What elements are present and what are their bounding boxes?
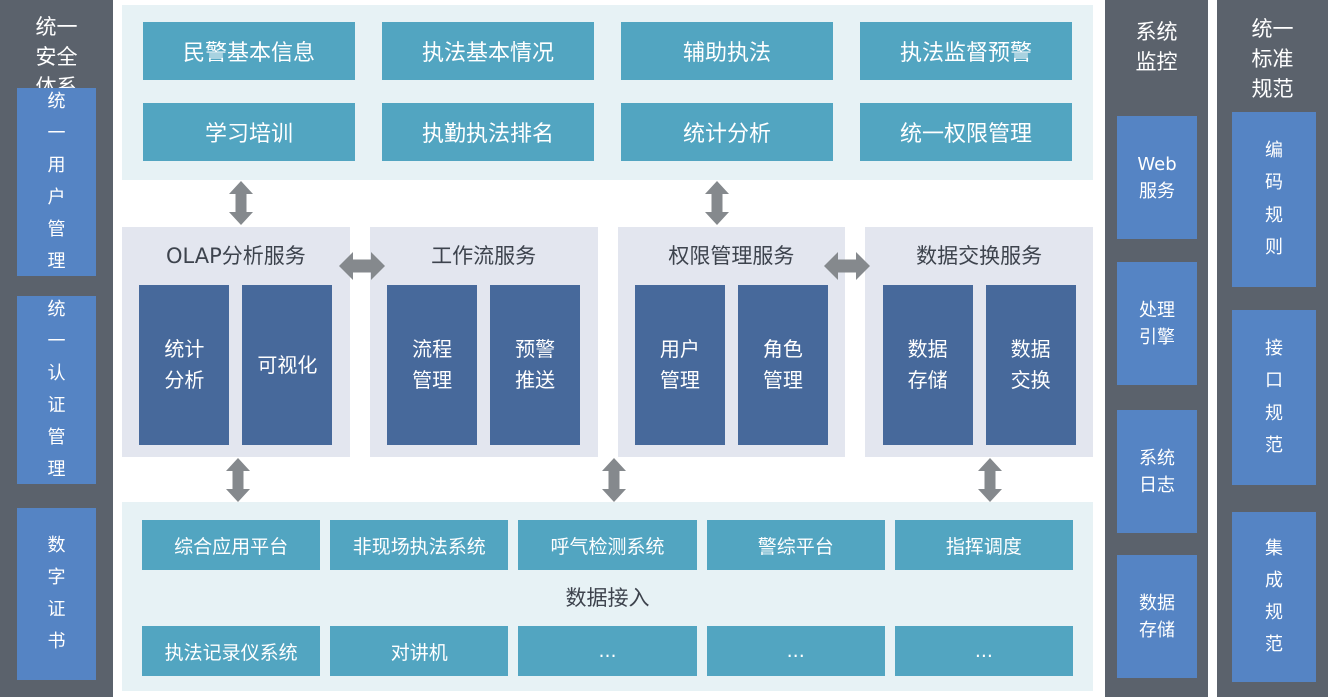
service-item-user-mgmt: 用户 管理: [634, 285, 725, 445]
up-down-arrow-icon: [229, 181, 253, 225]
application-row-2: 学习培训 执勤执法排名 统计分析 统一权限管理: [143, 103, 1072, 161]
data-access-panel: 综合应用平台 非现场执法系统 呼气检测系统 警综平台 指挥调度 数据接入 执法记…: [122, 502, 1093, 691]
service-item-data-storage: 数据 存储: [882, 285, 973, 445]
up-down-arrow-icon: [705, 181, 729, 225]
monitor-item-data-storage: 数据 存储: [1117, 555, 1197, 678]
service-group-olap: OLAP分析服务 统计 分析 可视化: [122, 227, 350, 457]
standards-item-interface-spec: 接 口 规 范: [1232, 310, 1316, 485]
monitor-item-web-service: Web 服务: [1117, 116, 1197, 239]
module-assist-enforcement: 辅助执法: [621, 22, 833, 80]
module-statistic-analysis: 统计分析: [621, 103, 833, 161]
application-row-1: 民警基本信息 执法基本情况 辅助执法 执法监督预警: [143, 22, 1072, 80]
system-breath-test: 呼气检测系统: [518, 520, 697, 570]
security-sidebar: 统一 安全 体系 统 一 用 户 管 理 统 一 认 证 管 理 数 字 证 书: [0, 0, 113, 697]
service-item-alert-push: 预警 推送: [490, 285, 581, 445]
source-system-row: 综合应用平台 非现场执法系统 呼气检测系统 警综平台 指挥调度: [142, 520, 1074, 570]
service-item-statistics: 统计 分析: [139, 285, 230, 445]
device-ellipsis: ...: [706, 626, 885, 676]
monitor-sidebar-title: 系统 监控: [1135, 20, 1178, 74]
security-item-digital-cert: 数 字 证 书: [17, 508, 96, 680]
device-row: 执法记录仪系统 对讲机 ... ... ...: [142, 626, 1074, 676]
monitor-sidebar: 系统 监控 Web 服务 处理 引擎 系统 日志 数据 存储: [1105, 0, 1208, 697]
module-police-basic-info: 民警基本信息: [143, 22, 355, 80]
module-enforcement-basic: 执法基本情况: [382, 22, 594, 80]
security-item-auth-mgmt: 统 一 认 证 管 理: [17, 296, 96, 484]
module-duty-ranking: 执勤执法排名: [382, 103, 594, 161]
module-supervision-warning: 执法监督预警: [860, 22, 1072, 80]
service-item-visualization: 可视化: [242, 285, 333, 445]
service-layer: OLAP分析服务 统计 分析 可视化 工作流服务 流程 管理 预警 推送 权限管…: [122, 227, 1093, 457]
service-item-role-mgmt: 角色 管理: [737, 285, 828, 445]
system-integrated-platform: 综合应用平台: [142, 520, 321, 570]
device-ellipsis: ...: [894, 626, 1074, 676]
system-offsite-enforcement: 非现场执法系统: [330, 520, 509, 570]
up-down-arrow-icon: [978, 458, 1002, 502]
system-police-platform: 警综平台: [706, 520, 885, 570]
standards-item-coding-rules: 编 码 规 则: [1232, 112, 1316, 287]
standards-sidebar-title: 统一 标准 规范: [1251, 17, 1294, 101]
service-title: 数据交换服务: [916, 244, 1043, 268]
service-title: 权限管理服务: [668, 244, 795, 268]
security-sidebar-title: 统一 安全 体系: [35, 15, 78, 99]
device-body-camera-system: 执法记录仪系统: [142, 626, 321, 676]
monitor-item-system-log: 系统 日志: [1117, 410, 1197, 533]
up-down-arrow-icon: [226, 458, 250, 502]
security-item-user-mgmt: 统 一 用 户 管 理: [17, 88, 96, 276]
application-panel: 民警基本信息 执法基本情况 辅助执法 执法监督预警 学习培训 执勤执法排名 统计…: [122, 5, 1093, 180]
main-area: 民警基本信息 执法基本情况 辅助执法 执法监督预警 学习培训 执勤执法排名 统计…: [122, 0, 1093, 697]
service-title: OLAP分析服务: [166, 244, 306, 268]
service-group-permission: 权限管理服务 用户 管理 角色 管理: [617, 227, 846, 457]
system-command-dispatch: 指挥调度: [894, 520, 1074, 570]
service-group-data-exchange: 数据交换服务 数据 存储 数据 交换: [865, 227, 1093, 457]
module-permission-mgmt: 统一权限管理: [860, 103, 1072, 161]
standards-sidebar: 统一 标准 规范 编 码 规 则 接 口 规 范 集 成 规 范: [1217, 0, 1328, 697]
device-intercom: 对讲机: [330, 626, 509, 676]
data-access-label: 数据接入: [565, 586, 650, 610]
up-down-arrow-icon: [602, 458, 626, 502]
service-title: 工作流服务: [431, 244, 537, 268]
module-learning-training: 学习培训: [143, 103, 355, 161]
standards-item-integration-spec: 集 成 规 范: [1232, 512, 1316, 682]
left-right-arrow-icon: [339, 250, 385, 282]
monitor-item-engine: 处理 引擎: [1117, 262, 1197, 385]
service-group-workflow: 工作流服务 流程 管理 预警 推送: [369, 227, 598, 457]
device-ellipsis: ...: [518, 626, 697, 676]
service-item-data-exchange: 数据 交换: [985, 285, 1076, 445]
service-item-process-mgmt: 流程 管理: [387, 285, 478, 445]
left-right-arrow-icon: [824, 250, 870, 282]
